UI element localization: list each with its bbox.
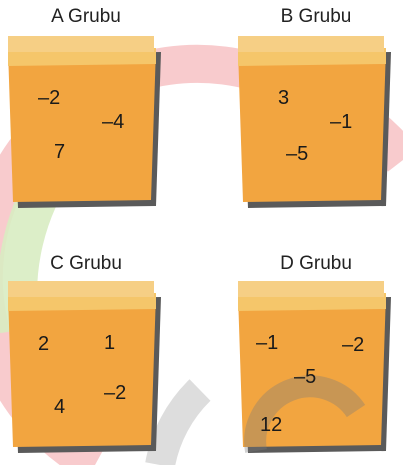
group-a-number: –2: [38, 87, 61, 109]
group-a-sticky-note: –2 –4 7: [6, 36, 166, 211]
group-d-number: –2: [342, 334, 365, 356]
group-c-number: 1: [104, 332, 116, 354]
group-a-title: A Grubu: [51, 6, 121, 27]
group-c-number: –2: [104, 382, 127, 404]
group-c-title: C Grubu: [50, 253, 122, 274]
group-d-sticky-note: –1 –2 –5 12: [236, 281, 396, 456]
group-b-sticky-note: 3 –1 –5: [236, 36, 396, 211]
group-c-number: 2: [38, 333, 50, 355]
group-d-number: –5: [294, 366, 317, 388]
group-d-number: 12: [260, 414, 283, 436]
group-b-number: –5: [286, 143, 309, 165]
group-b-number: 3: [278, 87, 290, 109]
group-d-number: –1: [256, 332, 279, 354]
group-b-title: B Grubu: [280, 6, 352, 27]
group-a-number: 7: [54, 141, 66, 163]
group-d-title: D Grubu: [280, 253, 352, 274]
group-c-sticky-note: 2 1 4 –2: [6, 281, 166, 456]
group-a-number: –4: [102, 111, 125, 133]
group-c-number: 4: [54, 396, 66, 418]
group-b-number: –1: [330, 111, 353, 133]
